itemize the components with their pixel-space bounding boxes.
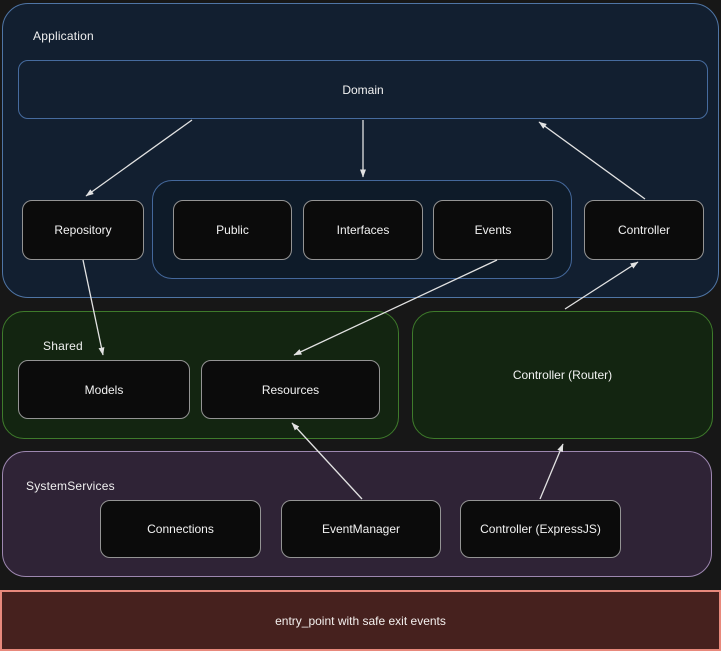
node-resources: Resources bbox=[201, 360, 380, 419]
system-services-label: SystemServices bbox=[26, 479, 115, 493]
entry-point-bar: entry_point with safe exit events bbox=[0, 590, 721, 651]
node-repository: Repository bbox=[22, 200, 144, 260]
node-events: Events bbox=[433, 200, 553, 260]
node-models: Models bbox=[18, 360, 190, 419]
application-label: Application bbox=[33, 29, 94, 43]
node-interfaces: Interfaces bbox=[303, 200, 423, 260]
node-controller-expressjs: Controller (ExpressJS) bbox=[460, 500, 621, 558]
node-domain: Domain bbox=[18, 60, 708, 119]
node-public: Public bbox=[173, 200, 292, 260]
node-controller: Controller bbox=[584, 200, 704, 260]
node-connections: Connections bbox=[100, 500, 261, 558]
node-event-manager: EventManager bbox=[281, 500, 441, 558]
node-controller-router: Controller (Router) bbox=[412, 311, 713, 439]
shared-label: Shared bbox=[43, 339, 83, 353]
